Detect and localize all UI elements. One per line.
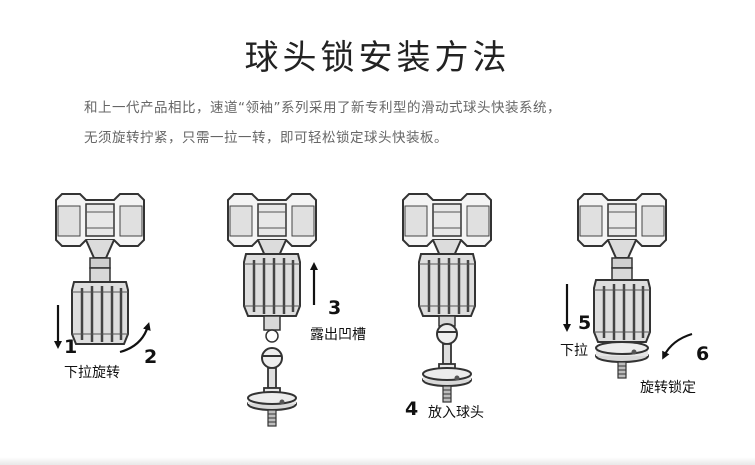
step-6-number: 6 — [696, 343, 710, 365]
figure-step-4 — [563, 193, 693, 379]
bottom-divider — [0, 457, 755, 465]
step-5-label: 下拉 — [560, 343, 588, 359]
step-3-label: 露出凹槽 — [310, 327, 366, 343]
page-title: 球头锁安装方法 — [244, 38, 511, 78]
step-2-number: 2 — [144, 346, 158, 368]
step-5-number: 5 — [578, 312, 592, 334]
figure-step-1 — [54, 193, 151, 354]
arrow-rotate-2 — [119, 322, 151, 354]
step-4-label: 放入球头 — [428, 405, 484, 421]
figure-step-3 — [402, 193, 492, 403]
description-line-2: 无须旋转拧紧，只需一拉一转，即可轻松锁定球头快装板。 — [84, 130, 448, 146]
step-4-number: 4 — [405, 398, 419, 420]
step-6-label: 旋转锁定 — [640, 380, 696, 396]
description-line-1: 和上一代产品相比，速道“领袖”系列采用了新专利型的滑动式球头快装系统， — [84, 100, 561, 116]
step-3-number: 3 — [328, 297, 342, 319]
arrow-rotate-6 — [662, 332, 693, 360]
figure-step-2 — [227, 193, 318, 427]
step-1-number: 1 — [64, 336, 78, 358]
step-1-label: 下拉旋转 — [64, 365, 120, 381]
